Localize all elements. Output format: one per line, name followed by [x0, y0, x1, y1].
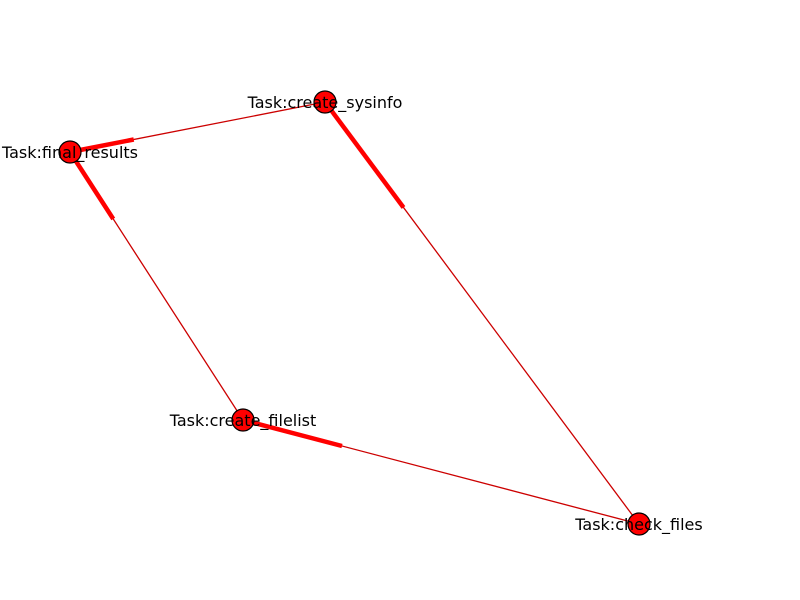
node-label: Task:create_filelist [169, 411, 317, 431]
node-label: Task:create_sysinfo [247, 93, 403, 113]
edge-arrowhead [80, 137, 135, 153]
edge-arrowhead [329, 109, 406, 209]
node-check_files: Task:check_files [574, 512, 703, 536]
edge-arrowhead [253, 420, 343, 449]
nodes-layer: Task:create_sysinfoTask:final_resultsTas… [1, 90, 703, 536]
node-create_sysinfo: Task:create_sysinfo [247, 90, 403, 114]
edge-check_files-to-create_filelist [242, 419, 640, 525]
node-circle [313, 90, 337, 114]
node-circle [231, 408, 255, 432]
node-create_filelist: Task:create_filelist [169, 408, 317, 432]
edge-create_filelist-to-final_results [69, 151, 244, 421]
node-circle [627, 512, 651, 536]
node-label: Task:final_results [1, 143, 138, 163]
edge-create_sysinfo-to-final_results [69, 101, 326, 153]
edge-check_files-to-create_sysinfo [324, 101, 640, 525]
node-final_results: Task:final_results [1, 140, 138, 164]
edges-layer [69, 101, 640, 525]
node-circle [58, 140, 82, 164]
node-label: Task:check_files [574, 515, 702, 535]
edge-arrowhead [74, 160, 116, 221]
